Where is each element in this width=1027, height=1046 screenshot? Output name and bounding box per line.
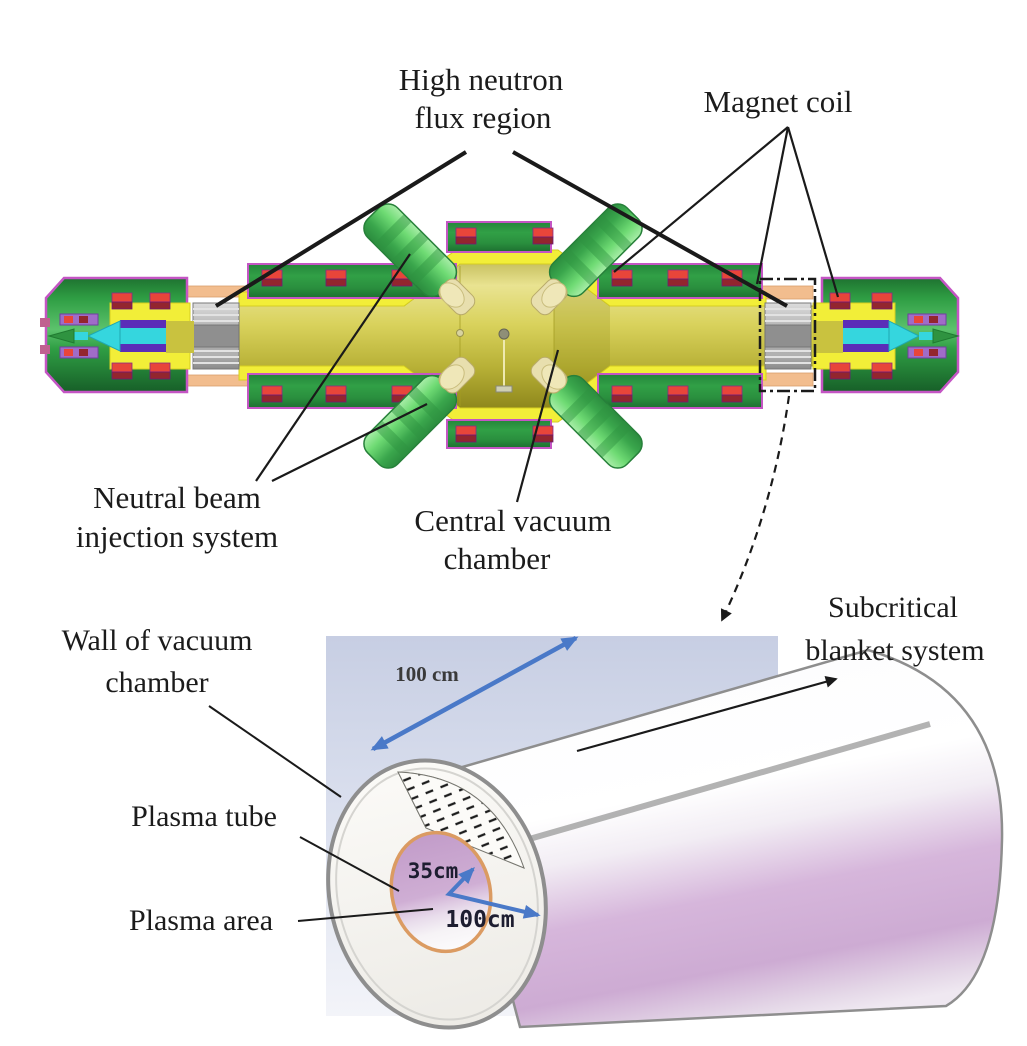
- magnet-coil-pair: [721, 385, 743, 403]
- leader-high-flux-right: [512, 150, 788, 308]
- label-plasma-area: Plasma area: [129, 904, 273, 937]
- radius-dimension-arrow: [445, 866, 541, 919]
- end-flange-bit: [40, 318, 50, 327]
- liner-purple: [843, 344, 889, 352]
- end-flange-bit: [40, 345, 50, 354]
- magnet-coil-pair: [667, 269, 689, 287]
- label-magnet-coil: Magnet coil: [704, 84, 853, 119]
- mirror-throat-right: [764, 302, 812, 370]
- cap-olive-stub: [166, 321, 194, 353]
- nbi-nozzle-collar: [439, 282, 465, 308]
- cone-tail-green: [932, 328, 960, 344]
- label-central-vacuum-line2: chamber: [444, 541, 551, 576]
- magnet-coil-block-right-bottom: [597, 373, 763, 409]
- nbi-nozzle-collar: [541, 282, 567, 308]
- magnet-coil-block-center-top: [446, 221, 554, 253]
- nbi-nozzle-collar: [439, 364, 465, 390]
- magnet-coil-pair: [325, 385, 347, 403]
- cone-needle: [74, 332, 88, 340]
- cone-needle: [919, 332, 933, 340]
- magnet-coil-pair: [149, 362, 171, 380]
- end-cap-right: [812, 276, 960, 394]
- label-plasma-tube: Plasma tube: [131, 800, 277, 833]
- dimension-label-plasma-tube: 35cm: [408, 859, 459, 883]
- labels: High neutron flux region Magnet coil Neu…: [62, 62, 985, 937]
- label-central-vacuum-line1: Central vacuum: [414, 503, 611, 538]
- chamber-shading: [554, 264, 610, 408]
- magnet-coil-pair: [667, 385, 689, 403]
- leader-lines: [208, 126, 840, 922]
- magnet-coil-pair: [111, 292, 133, 310]
- magnet-coil-pair: [532, 227, 554, 245]
- leader-plasma-tube: [299, 836, 400, 892]
- label-wall-of-vacuum-line1: Wall of vacuum: [62, 624, 253, 657]
- chamber-center-fixture: [456, 328, 513, 393]
- dimension-label-blanket: 100cm: [445, 907, 514, 933]
- expander-cone-cyan: [888, 320, 921, 352]
- label-neutral-beam-line1: Neutral beam: [93, 480, 261, 515]
- cap-olive-stub: [813, 321, 843, 353]
- dimension-label-length: 100 cm: [395, 662, 459, 686]
- magnet-coil-pair: [829, 292, 851, 310]
- leader-high-flux-left: [214, 150, 468, 308]
- magnet-coil-pair: [325, 269, 347, 287]
- liner-purple: [120, 320, 166, 328]
- label-high-neutron-flux-line2: flux region: [415, 100, 552, 135]
- liner-cyan: [120, 328, 166, 344]
- magnet-coil-block-right-top: [597, 263, 763, 299]
- expander-cone-cyan: [86, 320, 121, 352]
- expander-peach-right-bottom: [761, 372, 814, 387]
- label-neutral-beam-line2: injection system: [76, 519, 278, 554]
- dimension-arrows: [370, 636, 579, 919]
- magnet-coil-pair: [149, 292, 171, 310]
- magnet-coil-pair: [261, 385, 283, 403]
- nbi-nozzle-collar: [541, 364, 567, 390]
- leader-wall-of-chamber: [208, 705, 342, 798]
- dash-dot-highlight-box: [758, 277, 817, 393]
- magnet-coil-pair: [871, 362, 893, 380]
- magnet-coil-pair: [455, 425, 477, 443]
- magnet-coil-pair: [611, 385, 633, 403]
- magnet-coil-pair: [829, 362, 851, 380]
- leader-central-chamber: [515, 349, 560, 503]
- leader-nbi-upper: [255, 253, 411, 482]
- small-coil-flange: [59, 313, 99, 359]
- label-wall-of-vacuum-line2: chamber: [105, 666, 208, 699]
- leader-magnet-coil-3: [786, 126, 840, 298]
- magnet-coil-pair: [871, 292, 893, 310]
- leader-subcritical-arrow: [576, 675, 838, 753]
- leader-nbi-lower: [271, 403, 428, 482]
- leader-magnet-coil-1: [613, 126, 789, 273]
- length-dimension-arrow: [370, 636, 579, 751]
- leader-plasma-area: [297, 908, 434, 922]
- liner-cyan: [843, 328, 889, 344]
- cone-tail-green: [47, 328, 75, 344]
- liner-purple: [120, 344, 166, 352]
- label-high-neutron-flux-line1: High neutron: [399, 62, 564, 97]
- mirror-throat-left: [192, 302, 240, 370]
- magnet-coil-pair: [111, 362, 133, 380]
- label-subcritical-line1: Subcritical: [828, 591, 958, 624]
- label-subcritical-line2: blanket system: [805, 634, 984, 667]
- magnet-coil-pair: [455, 227, 477, 245]
- blanket-cylinder-diagram: 100 cm 35cm 100cm: [326, 636, 1004, 1030]
- leader-magnet-coil-2: [755, 126, 790, 285]
- detail-callout-dashed-arrow: [720, 395, 791, 622]
- small-coil-flange: [907, 313, 947, 359]
- cylinder-seam: [469, 721, 931, 859]
- blanket-cutaway-wedge: [397, 771, 525, 869]
- end-cap-left: [40, 276, 194, 394]
- mirror-machine-diagram: [40, 197, 960, 475]
- liner-purple: [843, 320, 889, 328]
